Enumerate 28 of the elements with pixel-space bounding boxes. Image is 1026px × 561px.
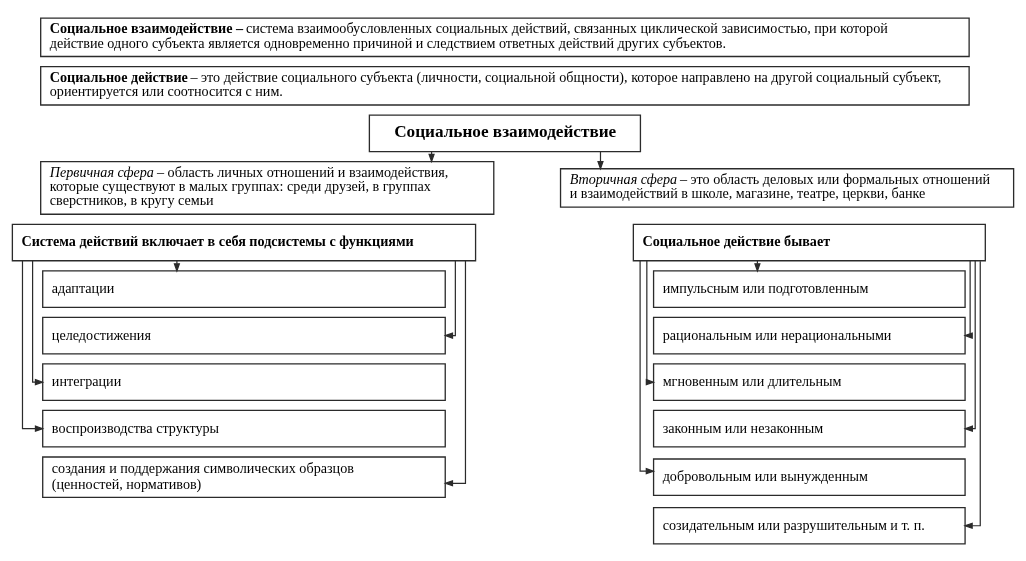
- arrow: [443, 259, 467, 487]
- node-box: рациональным или нерациональными: [652, 316, 966, 354]
- node-box: Социальное действие – это действие социального субъекта (личности, социальной общности), которое направлено на другой социальный субъект, ориентируется или соотносится с ним.: [40, 65, 970, 106]
- arrow: [443, 259, 456, 339]
- node-box: добровольным или вынужденным: [652, 457, 966, 496]
- node-box: целедостижения: [42, 316, 446, 354]
- node-box: Социальное действие бывает: [632, 223, 986, 261]
- arrow: [173, 259, 181, 273]
- arrow: [639, 259, 656, 474]
- arrow: [963, 260, 976, 432]
- node-box: воспроизводства структуры: [42, 409, 446, 447]
- node-box: Система действий включает в себя подсистемы с функциями: [11, 223, 477, 261]
- node-box: Социальное взаимодействие: [368, 114, 642, 152]
- node-box: мгновенным или длительным: [652, 362, 966, 401]
- node-box: Первичная сфера – область личных отношений и взаимодействия, которые существуют в малых группах: среди друзей, в группах сверстников, в кругу семьи: [40, 160, 495, 215]
- arrow: [21, 260, 45, 432]
- arrow: [32, 259, 45, 385]
- node-box: создания и поддержания символических образцов (ценностей, нормативов): [42, 455, 446, 498]
- node-box: интеграции: [42, 362, 446, 401]
- node-box: законным или незаконным: [652, 409, 966, 447]
- arrow: [963, 260, 981, 529]
- arrow: [963, 259, 973, 339]
- node-box: созидательным или разрушительным и т. п.: [652, 506, 966, 545]
- node-box: импульсным или подготовленным: [652, 269, 966, 308]
- node-box: Социальное взаимодействие – система взаимообусловленных социальных действий, связанных циклической зависимостью, при которой действие одного субъекта является одновременно причиной и следствием ответных действий других субъектов.: [40, 16, 970, 57]
- node-box: Вторичная сфера – это область деловых или формальных отношений и взаимодействий в школе, магазине, театре, церкви, банке: [559, 167, 1015, 208]
- arrow: [645, 259, 656, 385]
- node-box: адаптации: [42, 269, 446, 308]
